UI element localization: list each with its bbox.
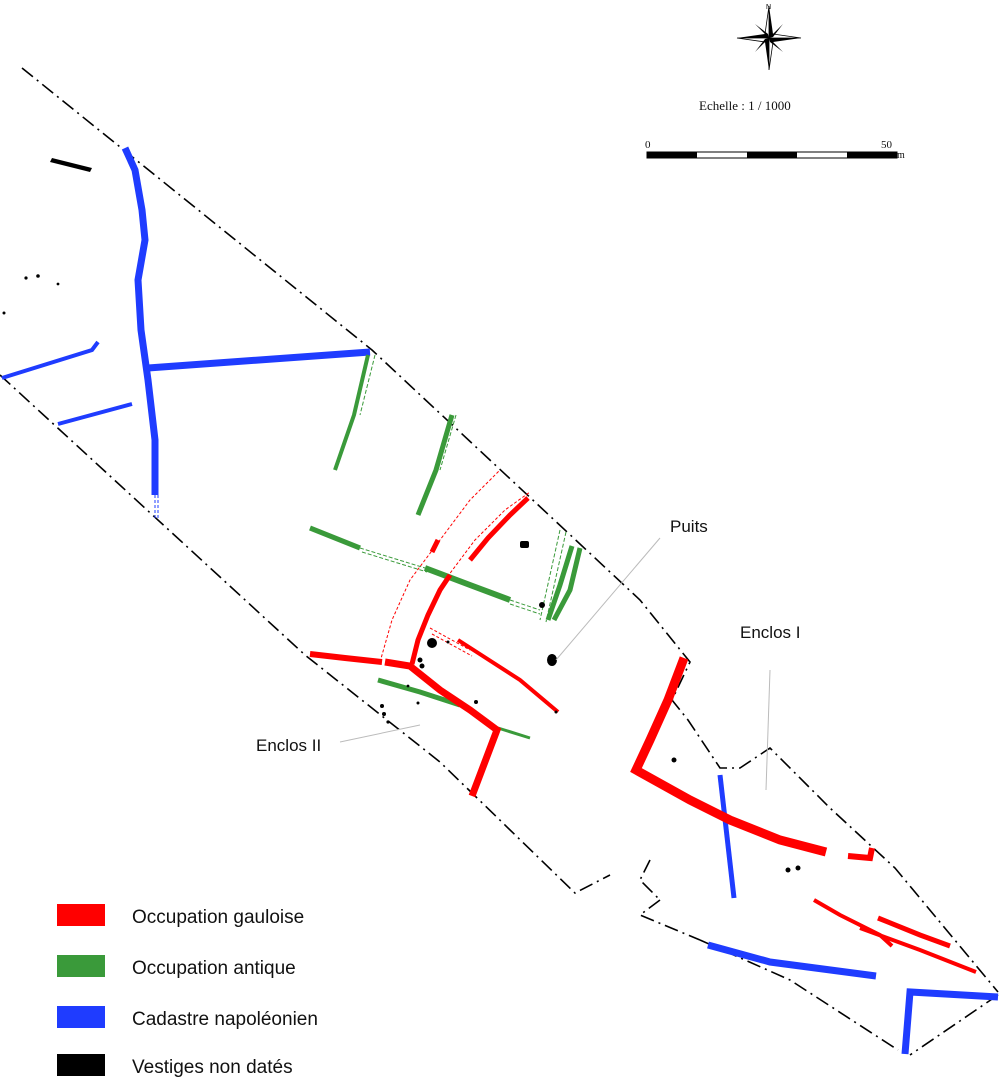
legend: Occupation gauloise Occupation antique C… [57,904,318,1078]
north-arrow-icon [769,6,773,38]
legend-item-antique: Occupation antique [57,955,296,979]
cadastre-features [1,146,999,1055]
legend-label-antique: Occupation antique [132,958,296,979]
annotation-puits: Puits [670,517,708,536]
legend-label-nondates: Vestiges non datés [132,1057,293,1078]
legend-swatch-antique [57,955,105,977]
scale-unit: m [897,150,905,161]
scale-text: Echelle : 1 / 1000 [699,98,791,113]
legend-swatch-cadastre [57,1006,105,1028]
annotation-enclos-2: Enclos II [256,736,321,755]
legend-swatch-gauloise [57,904,105,926]
legend-label-cadastre: Cadastre napoléonien [132,1009,318,1030]
annotation-leaders [339,537,771,791]
scale-start-label: 0 [645,139,651,151]
scale-bar: 0 50 m [645,139,905,161]
antique-features [309,354,583,740]
undated-features [2,158,801,873]
legend-label-gauloise: Occupation gauloise [132,907,304,928]
compass-rose: N [736,4,802,71]
gauloise-features [309,469,977,974]
legend-item-cadastre: Cadastre napoléonien [57,1006,318,1030]
legend-item-gauloise: Occupation gauloise [57,904,304,928]
legend-item-nondates: Vestiges non datés [57,1054,293,1078]
legend-swatch-nondates [57,1054,105,1076]
scale-end-label: 50 [881,139,893,151]
annotation-enclos-1: Enclos I [740,623,800,642]
